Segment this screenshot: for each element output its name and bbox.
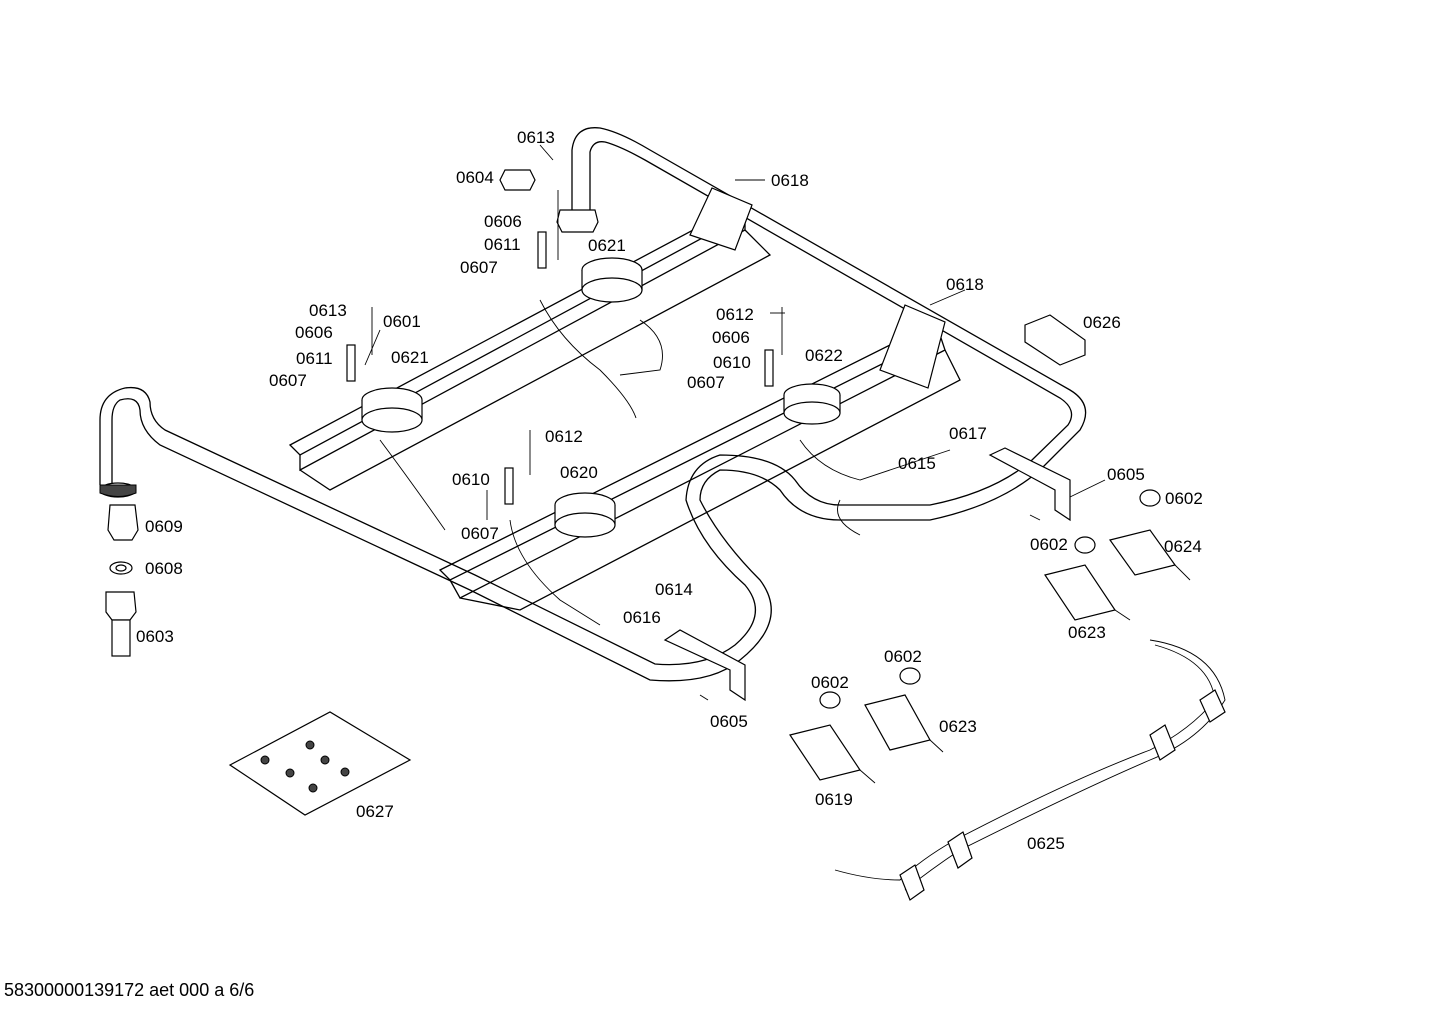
thermocouple-wires	[380, 300, 950, 625]
part-label: 0613	[309, 301, 347, 320]
drawing-reference-number: 58300000139172 aet 000 a 6/6	[4, 980, 254, 1001]
part-label: 0611	[484, 235, 521, 254]
part-label: 0607	[269, 371, 307, 390]
part-label: 0602	[1165, 489, 1203, 508]
part-label: 0614	[655, 580, 693, 599]
part-label: 0604	[456, 168, 494, 187]
part-label: 0623	[1068, 623, 1106, 642]
ignition-module-0626	[1025, 315, 1085, 365]
part-label: 0616	[623, 608, 661, 627]
part-label: 0606	[712, 328, 750, 347]
burner-0621-left	[362, 388, 422, 432]
part-label: 0618	[946, 275, 984, 294]
bracket-0618-lower	[880, 305, 945, 388]
burner-0620	[555, 493, 615, 537]
part-label: 0601	[383, 312, 421, 331]
connector-0603	[106, 592, 136, 656]
part-label: 0602	[884, 647, 922, 666]
part-label: 0609	[145, 517, 183, 536]
bracket-0618-upper	[690, 188, 752, 250]
part-label: 0605	[1107, 465, 1145, 484]
part-label: 0605	[710, 712, 748, 731]
part-label: 0621	[588, 236, 626, 255]
part-label: 0607	[460, 258, 498, 277]
part-label: 0620	[560, 463, 598, 482]
part-label: 0611	[296, 349, 333, 368]
part-label: 0606	[295, 323, 333, 342]
part-label: 0612	[545, 427, 583, 446]
part-label: 0626	[1083, 313, 1121, 332]
part-label: 0621	[391, 348, 429, 367]
part-label: 0624	[1164, 537, 1202, 556]
nuts-0602	[820, 490, 1160, 708]
part-label: 0622	[805, 346, 843, 365]
part-label: 0623	[939, 717, 977, 736]
burner-0621-top	[582, 258, 642, 302]
jets-bag-0627	[230, 712, 410, 815]
burner-0622	[784, 384, 840, 424]
part-label: 0615	[898, 454, 936, 473]
fitting-0609	[108, 505, 138, 540]
part-label: 0607	[687, 373, 725, 392]
bracket-0605-right	[990, 448, 1070, 520]
part-label: 0618	[771, 171, 809, 190]
part-label: 0617	[949, 424, 987, 443]
part-label: 0602	[1030, 535, 1068, 554]
part-label: 0606	[484, 212, 522, 231]
gas-tube-frame	[100, 128, 1086, 681]
part-label: 0608	[145, 559, 183, 578]
part-label: 0619	[815, 790, 853, 809]
part-label: 0610	[713, 353, 751, 372]
part-label: 0613	[517, 128, 555, 147]
part-label: 0603	[136, 627, 174, 646]
part-label: 0610	[452, 470, 490, 489]
ignition-harness-0625	[835, 640, 1225, 900]
washer-0608	[110, 562, 132, 574]
part-label: 0627	[356, 802, 394, 821]
gas-taps	[790, 530, 1190, 783]
part-label: 0625	[1027, 834, 1065, 853]
part-label: 0612	[716, 305, 754, 324]
part-label: 0602	[811, 673, 849, 692]
part-label: 0607	[461, 524, 499, 543]
